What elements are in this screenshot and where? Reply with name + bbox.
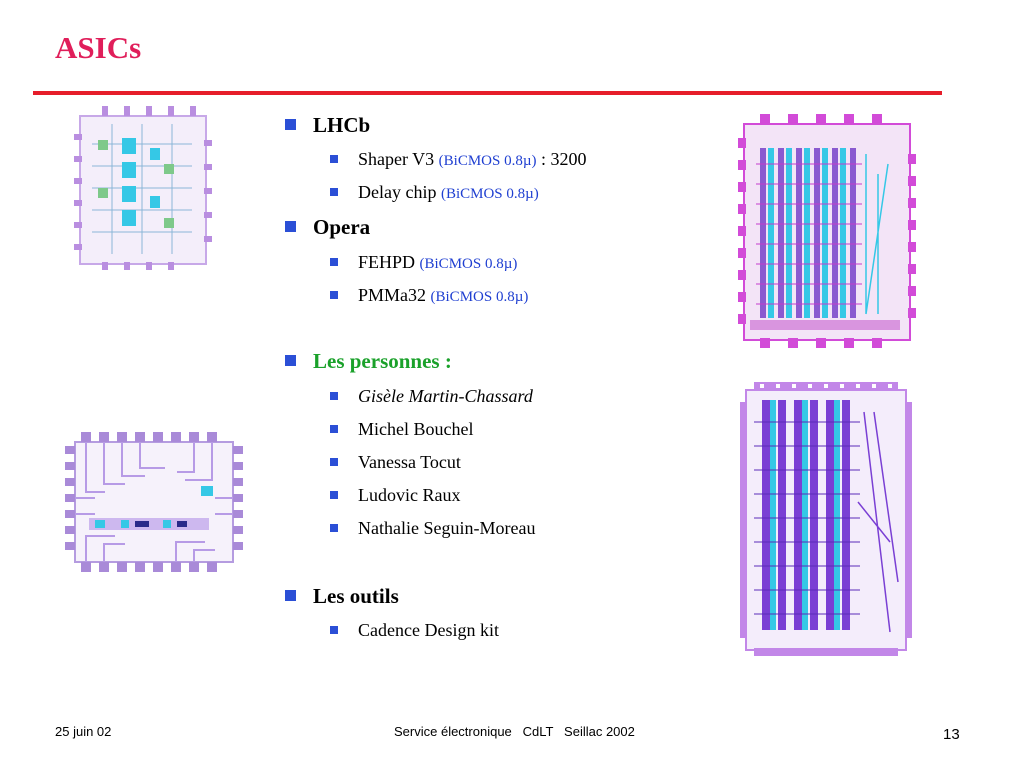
person-name: Ludovic Raux xyxy=(358,485,461,505)
item-name: Delay chip xyxy=(358,182,441,202)
person-name: Nathalie Seguin-Moreau xyxy=(358,518,536,538)
item-name: PMMa32 xyxy=(358,285,431,305)
section-label: LHCb xyxy=(313,113,371,137)
person-name: Vanessa Tocut xyxy=(358,452,461,472)
bullet-square-icon xyxy=(330,392,338,400)
bullet-square-icon xyxy=(330,155,338,163)
chip-layout-image-shaper xyxy=(74,106,212,270)
slide-title: ASICs xyxy=(55,30,142,65)
bullet-square-icon xyxy=(285,590,296,601)
chip-layout-image-opera xyxy=(65,432,243,572)
footer-center-text: Service électronique CdLT Seillac 2002 xyxy=(394,724,635,739)
section-label: Opera xyxy=(313,215,371,239)
item-name: FEHPD xyxy=(358,252,420,272)
bullet-square-icon xyxy=(285,119,296,130)
bullet-square-icon xyxy=(330,458,338,466)
person-name: Gisèle Martin-Chassard xyxy=(358,386,533,406)
bullet-square-icon xyxy=(330,258,338,266)
bullet-square-icon xyxy=(285,355,296,366)
bullet-square-icon xyxy=(330,291,338,299)
bullet-square-icon xyxy=(330,626,338,634)
section-label: Les personnes : xyxy=(313,349,452,373)
person-name: Michel Bouchel xyxy=(358,419,474,439)
item-technology: (BiCMOS 0.8µ) xyxy=(419,256,518,272)
item-technology: (BiCMOS 0.8µ) xyxy=(438,153,537,169)
chip-layout-image-delay-chip xyxy=(738,114,916,348)
item-quantity: : 3200 xyxy=(536,149,587,169)
footer-date: 25 juin 02 xyxy=(55,724,112,739)
chip-layout-image-pmma32 xyxy=(740,382,912,656)
bullet-square-icon xyxy=(330,491,338,499)
slide-number: 13 xyxy=(943,726,960,743)
bullet-square-icon xyxy=(330,524,338,532)
title-divider xyxy=(33,91,942,95)
item-technology: (BiCMOS 0.8µ) xyxy=(440,186,539,202)
section-label: Les outils xyxy=(313,584,399,608)
bullet-square-icon xyxy=(330,425,338,433)
item-technology: (BiCMOS 0.8µ) xyxy=(430,289,529,305)
item-name: Shaper V3 xyxy=(358,149,439,169)
tool-name: Cadence Design kit xyxy=(358,620,499,640)
bullet-square-icon xyxy=(330,188,338,196)
bullet-square-icon xyxy=(285,221,296,232)
